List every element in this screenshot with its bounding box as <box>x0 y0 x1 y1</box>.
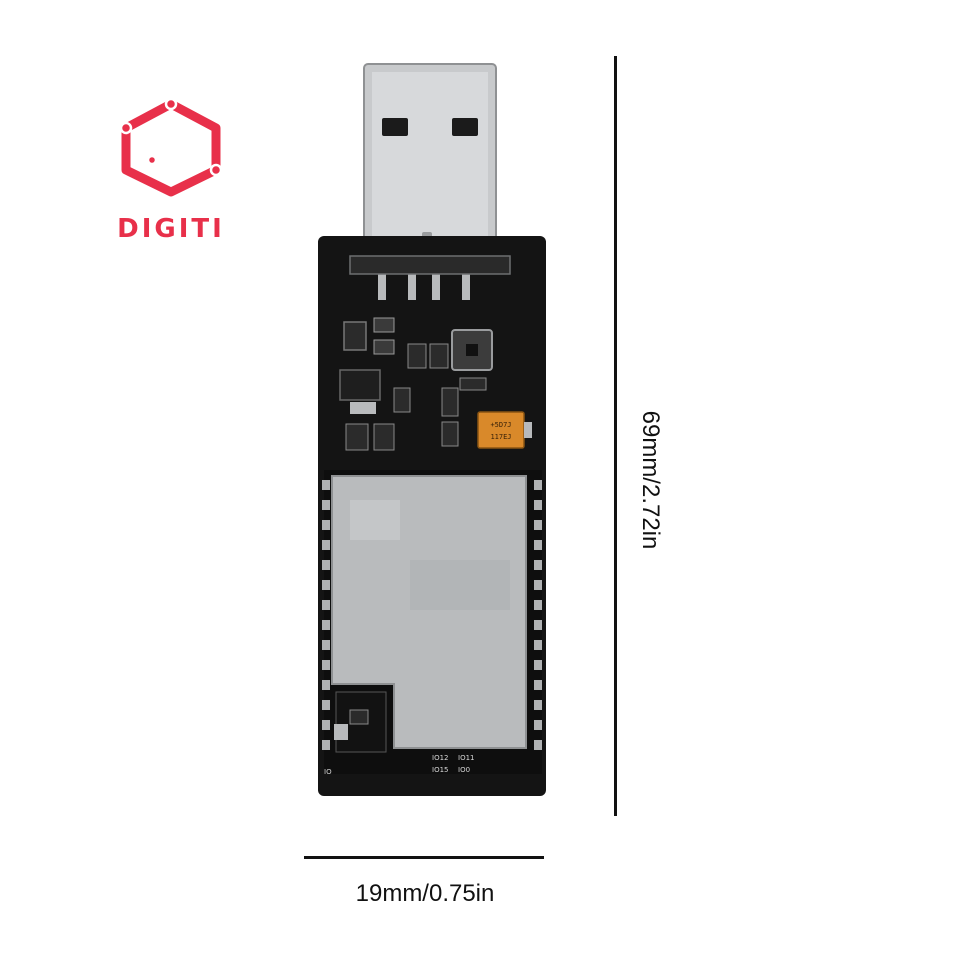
silk-io0: IO0 <box>458 766 470 774</box>
digiti-logo-icon <box>119 98 223 197</box>
height-dimension-label: 69mm/2.72in <box>620 380 680 580</box>
height-dimension-text: 69mm/2.72in <box>637 410 664 550</box>
edge-pads <box>322 480 542 750</box>
width-dimension-label: 19mm/0.75in <box>355 880 495 907</box>
usb-connector <box>363 63 497 255</box>
silk-io12: IO12 <box>432 754 448 762</box>
width-dimension-line <box>304 856 544 859</box>
usb-board-photo: +5D7J 117EJ IO12 IO15 <box>318 63 546 796</box>
cap-marking-2: 117EJ <box>490 433 511 441</box>
cap-marking-1: +5D7J <box>490 421 511 429</box>
pcb: +5D7J 117EJ IO12 IO15 <box>318 236 546 796</box>
height-dimension-line <box>614 56 617 816</box>
silk-io15: IO15 <box>432 766 448 774</box>
silk-io: IO <box>324 768 332 776</box>
silk-io11: IO11 <box>458 754 474 762</box>
brand-name: DIGITI <box>117 214 225 244</box>
